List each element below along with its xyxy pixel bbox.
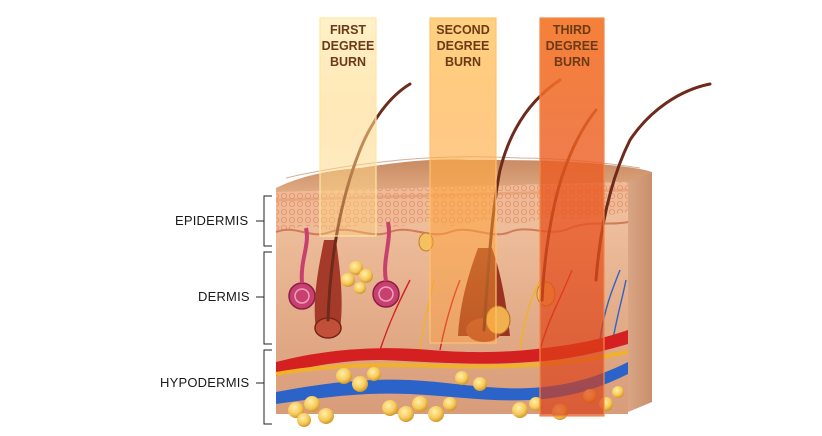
hypodermis-label: HYPODERMIS	[160, 375, 250, 390]
first-degree-burn-column	[319, 17, 377, 237]
sweat-gland-left	[288, 227, 316, 310]
third-degree-burn-column	[539, 17, 605, 417]
epidermis-bracket	[263, 195, 272, 247]
artery	[276, 330, 628, 376]
hypodermis-bracket	[263, 349, 272, 425]
sebaceous-gland	[341, 261, 373, 294]
dermis-label: DERMIS	[198, 289, 250, 304]
hair-follicle-left	[314, 240, 342, 339]
layer-brackets	[256, 195, 272, 425]
second-degree-burn-column	[429, 17, 497, 344]
epidermis-label: EPIDERMIS	[175, 213, 249, 228]
sweat-gland-mid	[372, 221, 400, 308]
skin-block-side	[628, 172, 652, 412]
dermis-bracket	[263, 251, 272, 345]
